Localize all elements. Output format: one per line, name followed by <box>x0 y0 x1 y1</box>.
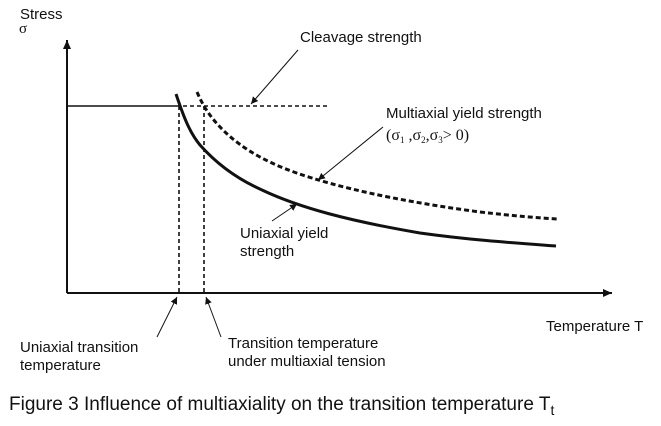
cleavage-strength-label: Cleavage strength <box>300 29 422 46</box>
multiaxial-transition-label: Transition temperature under multiaxial … <box>228 335 386 370</box>
uniaxial-yield-leader-arrow <box>271 203 298 222</box>
multiaxial-transition-leader-arrow <box>205 296 222 338</box>
y-axis-symbol: σ <box>19 21 27 37</box>
multiaxial-yield-label: Multiaxial yield strength <box>386 105 542 122</box>
y-axis-label: Stress <box>20 6 63 23</box>
x-axis-label: Temperature T <box>546 318 643 335</box>
uniaxial-transition-leader-arrow <box>156 296 178 338</box>
figure-caption: Figure 3 Influence of multiaxiality on t… <box>9 394 554 418</box>
multiaxial-condition-label: (σ1 ,σ2,σ3> 0) <box>386 127 469 145</box>
uniaxial-yield-label: Uniaxial yield strength <box>240 225 333 260</box>
cleavage-leader-arrow <box>250 49 299 105</box>
multiaxial-leader-arrow <box>317 126 384 181</box>
uniaxial-transition-label: Uniaxial transition temperature <box>20 339 143 374</box>
multiaxial-yield-curve <box>195 91 558 221</box>
uniaxial-yield-curve <box>174 93 557 248</box>
